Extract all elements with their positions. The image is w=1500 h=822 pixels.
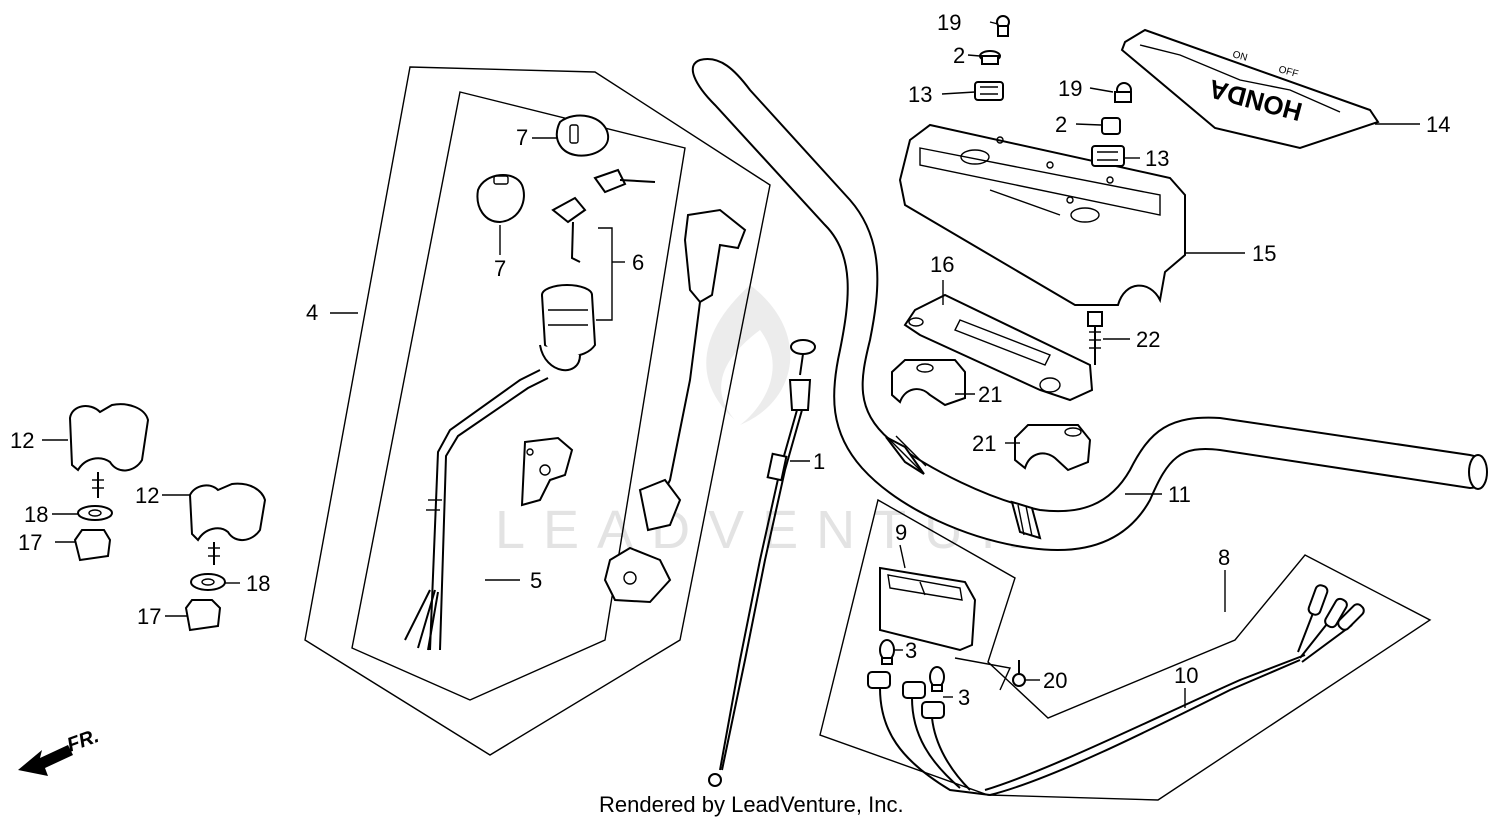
nut-13-b [1091,145,1125,167]
meter-cover: ON OFF HONDA [1120,28,1380,150]
callout-21-a: 21 [978,382,1002,407]
callout-6: 6 [632,250,644,275]
lower-holder-12-a [68,403,150,498]
callout-5: 5 [530,568,542,593]
callout-1: 1 [813,449,825,474]
callout-8: 8 [1218,545,1230,570]
bulb-3-a [879,639,895,665]
callout-3-a: 3 [905,638,917,663]
leader-lines [42,21,1420,708]
group-box-key-set [351,91,686,701]
ignition-keys [551,168,656,263]
upper-holder-b [1014,424,1092,472]
callout-11: 11 [1168,482,1191,507]
callout-4: 4 [306,300,318,325]
nut-17-a [73,529,112,562]
group-box-indicator-bracket [954,657,1012,691]
washer-18-a [77,505,113,521]
bulb-3-b [929,666,945,692]
cover-mark-off: OFF [1277,64,1299,80]
callout-18-a: 18 [24,502,48,527]
callout-20: 20 [1043,668,1067,693]
callout-16: 16 [930,252,954,277]
callout-7-b: 7 [494,256,506,281]
front-direction-arrow: FR. [18,725,102,776]
washer-18-b [190,573,226,591]
callout-21-b: 21 [972,431,996,456]
grommet-20 [1012,660,1026,687]
handlebar [691,58,1488,551]
callout-22: 22 [1136,327,1160,352]
callouts: 1 2 2 3 3 4 5 6 7 7 8 9 10 11 12 12 13 1… [10,10,1450,710]
ignition-switch [404,284,597,651]
cover-mark-on: ON [1231,49,1248,64]
screw-19-a [996,15,1010,37]
callout-12-b: 12 [135,483,159,508]
callout-19-a: 19 [937,10,961,35]
callout-2-b: 2 [1055,112,1067,137]
callout-18-b: 18 [246,571,270,596]
callout-7-a: 7 [516,125,528,150]
indicator-housing [879,566,977,652]
callout-13-a: 13 [908,82,932,107]
choke-lever [603,208,747,604]
bolt-22 [1087,311,1103,365]
callout-12-a: 12 [10,428,34,453]
nut-17-b [184,599,222,632]
meter-case [898,123,1186,306]
callout-15: 15 [1252,241,1276,266]
meter-bracket [903,293,1094,402]
callout-14: 14 [1426,112,1450,137]
group-box-ignition [304,66,771,756]
lower-holder-12-b [188,482,267,565]
callout-10: 10 [1174,663,1198,688]
direction-label: FR. [64,725,102,757]
callout-19-b: 19 [1058,76,1082,101]
callout-17-b: 17 [137,604,161,629]
switch-clamp [520,436,574,507]
washer-2-b [1101,117,1121,135]
callout-3-b: 3 [958,685,970,710]
wire-harness [867,584,1365,797]
group-box-meter-wiring [819,498,1432,801]
callout-9: 9 [895,520,907,545]
footer-credit: Rendered by LeadVenture, Inc. [599,792,904,817]
callout-13-b: 13 [1145,146,1169,171]
washer-2-a [979,50,1001,65]
screw-19-b [1114,82,1132,103]
key-cap-7-a [555,114,610,157]
callout-2-a: 2 [953,43,965,68]
throttle-cable [708,339,816,787]
key-cap-7-b [476,173,525,224]
nut-13-a [974,81,1004,101]
callout-17-a: 17 [18,530,42,555]
upper-holder-a [891,359,966,407]
